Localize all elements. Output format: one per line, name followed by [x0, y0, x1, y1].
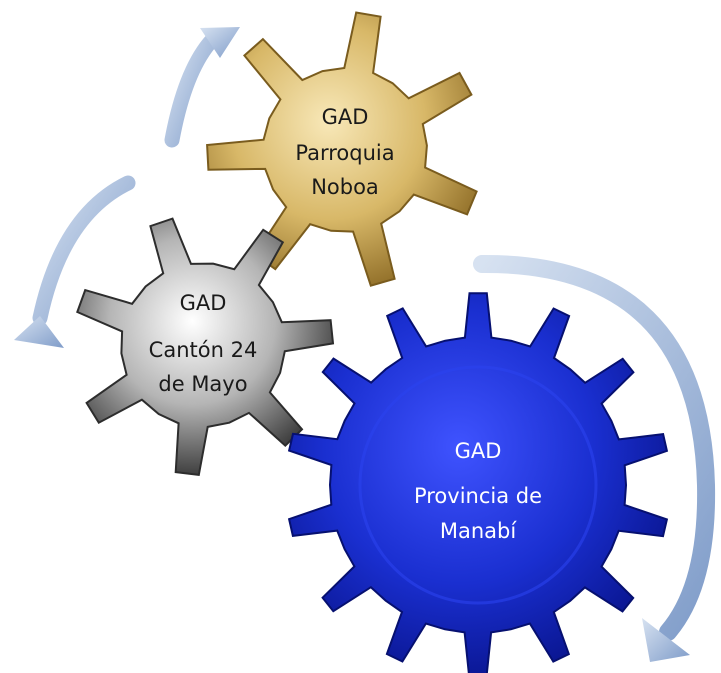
gear-canton-line-1: GAD — [180, 291, 227, 315]
gear-parroquia-line-2: Parroquia — [295, 141, 394, 165]
gear-parroquia-shape — [206, 11, 478, 287]
gear-provincia-line-1: GAD — [455, 439, 502, 463]
gear-provincia-line-2: Provincia de — [414, 484, 542, 508]
gear-canton-line-2: Cantón 24 — [149, 338, 258, 362]
gear-provincia-shape — [287, 292, 669, 673]
arrow-top — [164, 27, 240, 148]
gear-canton-24-de-mayo: GAD Cantón 24 de Mayo — [76, 217, 335, 477]
gear-parroquia-noboa: GAD Parroquia Noboa — [206, 11, 478, 287]
gear-parroquia-line-1: GAD — [322, 105, 369, 129]
arrow-left — [14, 175, 136, 348]
gear-provincia-line-3: Manabí — [440, 519, 517, 543]
gear-provincia-manabi: GAD Provincia de Manabí — [287, 292, 669, 673]
arrow-right — [473, 254, 716, 662]
gear-canton-line-3: de Mayo — [158, 372, 247, 396]
gear-canton-shape — [76, 217, 335, 477]
gear-parroquia-line-3: Noboa — [311, 175, 379, 199]
